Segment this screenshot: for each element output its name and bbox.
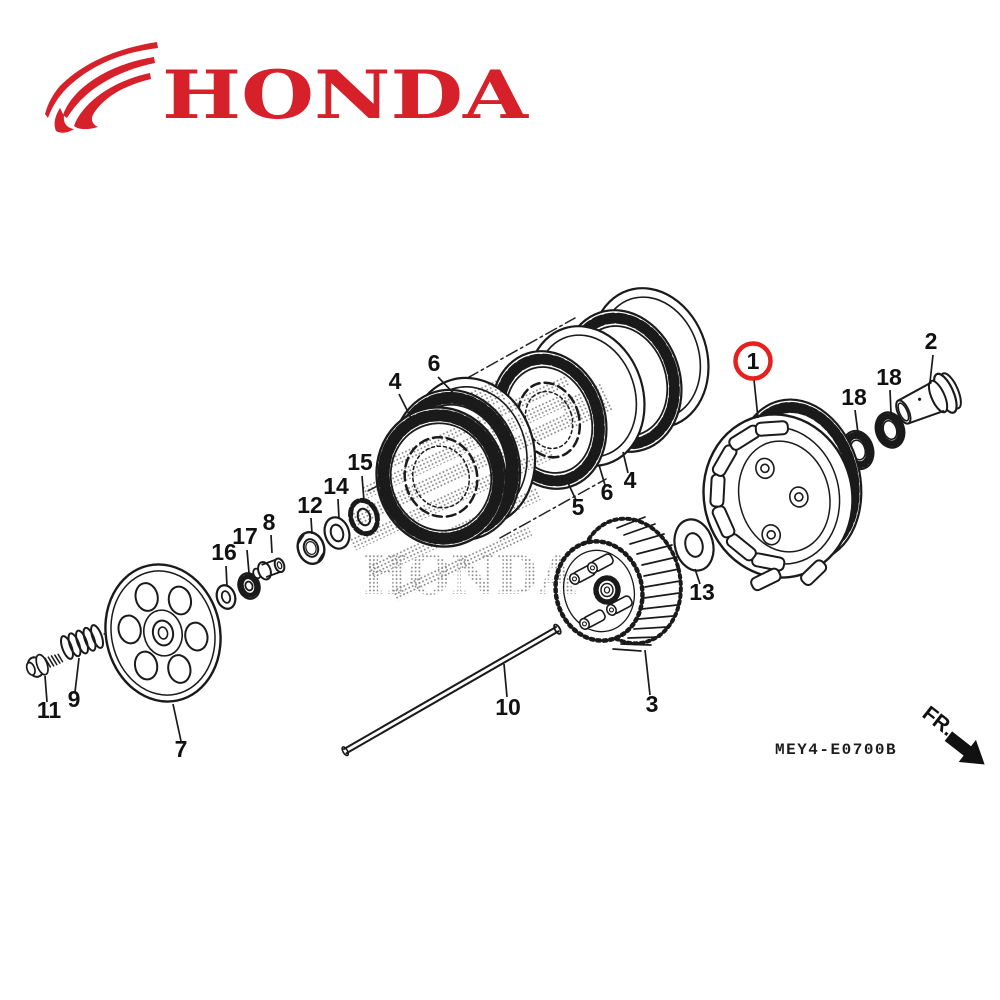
- svg-text:13: 13: [689, 579, 715, 605]
- svg-text:2: 2: [925, 328, 938, 354]
- callout-16: 16: [211, 539, 237, 587]
- callout-14: 14: [323, 473, 349, 520]
- part-7-pressure-plate-drawing: [104, 563, 222, 703]
- svg-text:6: 6: [428, 350, 441, 376]
- svg-text:5: 5: [572, 494, 585, 520]
- svg-text:4: 4: [624, 467, 637, 493]
- part-10-push-rod-drawing: [341, 623, 562, 757]
- diagram-code: MEY4-E0700B: [775, 741, 897, 759]
- callout-4-left: 4: [389, 368, 413, 421]
- svg-text:8: 8: [263, 509, 276, 535]
- part-8-bolt-drawing: [252, 557, 286, 581]
- svg-text:1: 1: [747, 348, 760, 374]
- part-9-spring-drawing: [60, 624, 104, 660]
- callouts: 1 2 3 4 4 5 6 6 7 8 9 10 11 12 13 14 15 …: [37, 328, 938, 762]
- callout-6-right: 6: [598, 464, 614, 505]
- front-direction-indicator: FR.: [918, 702, 985, 765]
- svg-text:3: 3: [646, 691, 659, 717]
- svg-text:4: 4: [389, 368, 402, 394]
- part-12-nut-drawing: [296, 531, 326, 565]
- svg-text:14: 14: [323, 473, 349, 499]
- callout-5: 5: [567, 482, 585, 520]
- honda-logo-text: HONDA: [162, 56, 529, 134]
- svg-text:15: 15: [347, 449, 373, 475]
- part-16-washer-drawing: [215, 584, 237, 610]
- svg-text:11: 11: [37, 697, 62, 723]
- part-3-clutch-center-drawing: [553, 516, 683, 652]
- svg-text:12: 12: [297, 492, 323, 518]
- callout-3: 3: [644, 649, 659, 717]
- callout-10: 10: [495, 663, 521, 720]
- svg-text:9: 9: [68, 686, 81, 712]
- svg-text:6: 6: [601, 479, 614, 505]
- callout-7: 7: [172, 703, 188, 762]
- part-2-collar-drawing: [895, 372, 962, 425]
- front-direction-arrow-icon: [944, 731, 985, 765]
- svg-text:16: 16: [211, 539, 237, 565]
- part-13-washer-drawing: [673, 518, 715, 572]
- watermark: HONDA: [350, 375, 615, 607]
- callout-2: 2: [925, 328, 938, 383]
- callout-18-left: 18: [841, 384, 867, 434]
- watermark-text: HONDA: [362, 543, 577, 607]
- part-18-needle-bearing-outer-drawing: [874, 411, 906, 449]
- callout-15: 15: [347, 449, 373, 502]
- callout-12: 12: [297, 492, 323, 535]
- honda-logo: HONDA: [45, 42, 529, 134]
- part-17-lock-washer-drawing: [237, 572, 261, 600]
- svg-text:17: 17: [232, 523, 258, 549]
- callout-11: 11: [37, 675, 62, 723]
- svg-text:18: 18: [841, 384, 867, 410]
- svg-text:7: 7: [175, 736, 188, 762]
- callout-4-right: 4: [622, 451, 637, 493]
- part-1-clutch-outer-drawing: [702, 398, 863, 592]
- callout-1: 1: [733, 341, 773, 419]
- svg-text:18: 18: [876, 364, 902, 390]
- callout-9: 9: [68, 657, 81, 712]
- callout-13: 13: [689, 568, 715, 605]
- part-11-bolt-drawing: [25, 653, 64, 678]
- callout-1-highlight-circle: [733, 341, 773, 381]
- callout-17: 17: [232, 523, 258, 574]
- honda-wing-icon: [45, 42, 158, 133]
- part-14-washer-drawing: [323, 516, 351, 550]
- callout-8: 8: [263, 509, 276, 554]
- callout-18-right: 18: [876, 364, 902, 414]
- svg-text:10: 10: [495, 694, 521, 720]
- callout-6-top: 6: [428, 350, 463, 403]
